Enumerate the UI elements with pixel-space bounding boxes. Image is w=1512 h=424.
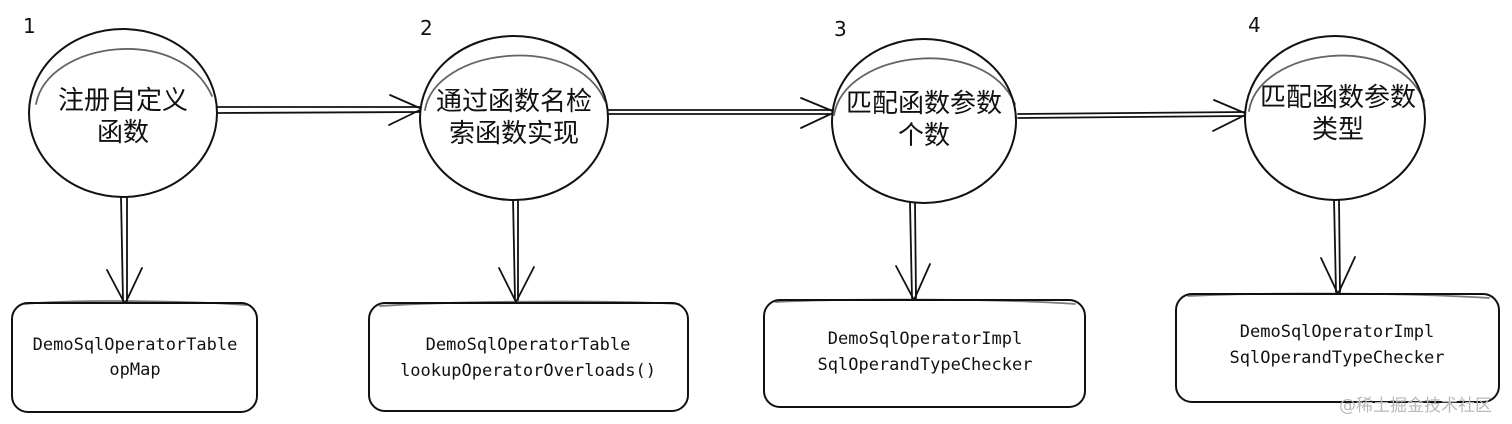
circle-3-line-2: 个数: [898, 121, 950, 151]
box-1-line-2: opMap: [109, 360, 160, 380]
circle-node-3: 匹配函数参数 个数: [831, 38, 1017, 204]
watermark-text: @稀土掘金技术社区: [1339, 396, 1492, 416]
circle-1-line-1: 注册自定义: [58, 86, 188, 116]
box-3-line-2: SqlOperandTypeChecker: [818, 355, 1033, 375]
arrow-2-to-3: [606, 97, 836, 129]
circle-3-line-1: 匹配函数参数: [846, 89, 1002, 119]
box-4-line-2: SqlOperandTypeChecker: [1230, 348, 1445, 368]
step-number-1: 1: [23, 14, 36, 38]
step-number-3: 3: [834, 17, 847, 41]
arrow-3-to-4: [1017, 99, 1248, 132]
circle-node-4: 匹配函数参数 类型: [1244, 35, 1426, 201]
box-node-3: DemoSqlOperatorImpl SqlOperandTypeChecke…: [763, 298, 1086, 408]
circle-4-line-2: 类型: [1312, 115, 1364, 145]
down-arrow-3: [895, 202, 931, 301]
box-1-line-1: DemoSqlOperatorTable: [33, 335, 238, 355]
circle-1-line-2: 函数: [97, 118, 149, 148]
box-node-2: DemoSqlOperatorTable lookupOperatorOverl…: [368, 300, 689, 412]
circle-node-1: 注册自定义 函数: [28, 28, 218, 198]
circle-node-2: 通过函数名检 索函数实现: [419, 35, 609, 201]
circle-2-line-2: 索函数实现: [449, 119, 579, 149]
box-4-line-1: DemoSqlOperatorImpl: [1240, 322, 1434, 342]
down-arrow-2: [498, 197, 535, 303]
box-node-4: DemoSqlOperatorImpl SqlOperandTypeChecke…: [1175, 292, 1500, 403]
horizontal-connectors: [216, 94, 1248, 132]
box-node-1: DemoSqlOperatorTable opMap: [11, 300, 258, 413]
circle-2-line-1: 通过函数名检: [436, 87, 592, 117]
box-2-line-2: lookupOperatorOverloads(): [400, 361, 656, 381]
step-numbers: 1 2 3 4: [23, 13, 1261, 41]
box-3-line-1: DemoSqlOperatorImpl: [828, 329, 1022, 349]
vertical-connectors: [106, 195, 1356, 305]
down-arrow-4: [1320, 198, 1356, 295]
arrow-1-to-2: [216, 94, 423, 126]
circle-4-line-1: 匹配函数参数: [1260, 83, 1416, 113]
step-number-2: 2: [420, 16, 433, 40]
down-arrow-1: [106, 195, 143, 305]
step-number-4: 4: [1248, 13, 1261, 37]
box-2-line-1: DemoSqlOperatorTable: [426, 335, 631, 355]
